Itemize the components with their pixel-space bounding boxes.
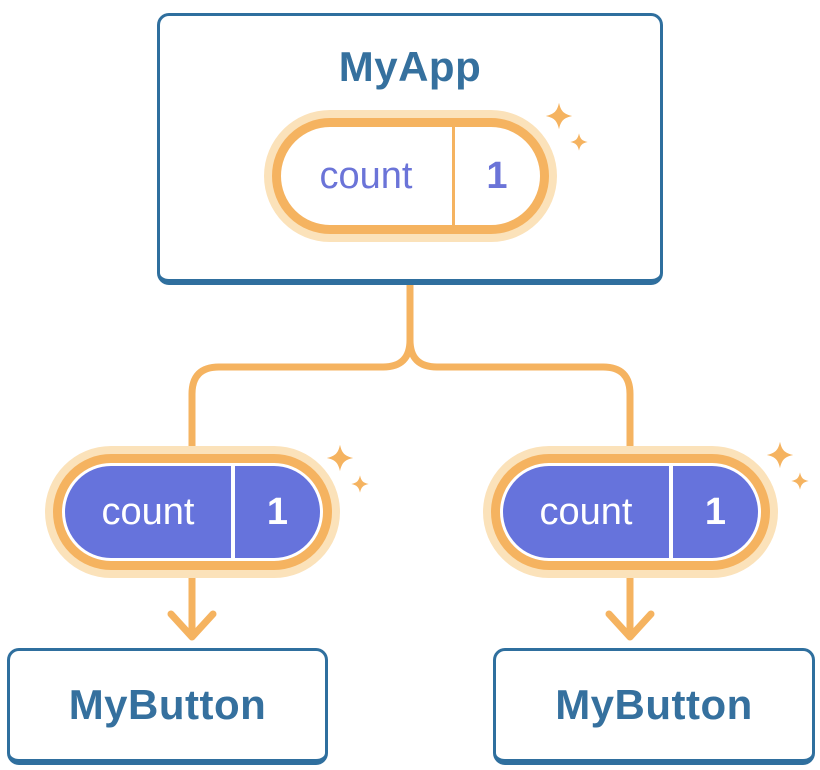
pill-divider [231,466,235,558]
prop-pill-left: count 1 [45,446,340,578]
component-title: MyButton [68,680,267,728]
component-title: MyButton [555,680,753,728]
arrowhead-right [605,610,655,641]
pill-divider [669,466,673,558]
prop-value: 1 [704,490,727,533]
prop-name: count [101,490,195,533]
connector-right-branch [406,279,634,640]
sparkles-icon [766,441,809,490]
state-name: count [319,154,413,197]
component-card-mybutton-left: MyButton [7,648,328,765]
prop-value: 1 [266,490,289,533]
sparkles-icon [326,444,369,493]
state-pill: count 1 [263,110,557,243]
sparkles-icon [545,102,588,151]
pill-divider [451,127,455,226]
component-card-myapp: MyApp count 1 [157,13,663,285]
prop-pill-right: count 1 [483,446,778,578]
component-card-mybutton-right: MyButton [493,648,815,765]
state-pill-ring: count 1 [271,118,549,235]
prop-name: count [539,490,633,533]
component-title: MyApp [338,43,482,90]
arrowhead-left [167,610,217,641]
state-value: 1 [486,154,508,197]
